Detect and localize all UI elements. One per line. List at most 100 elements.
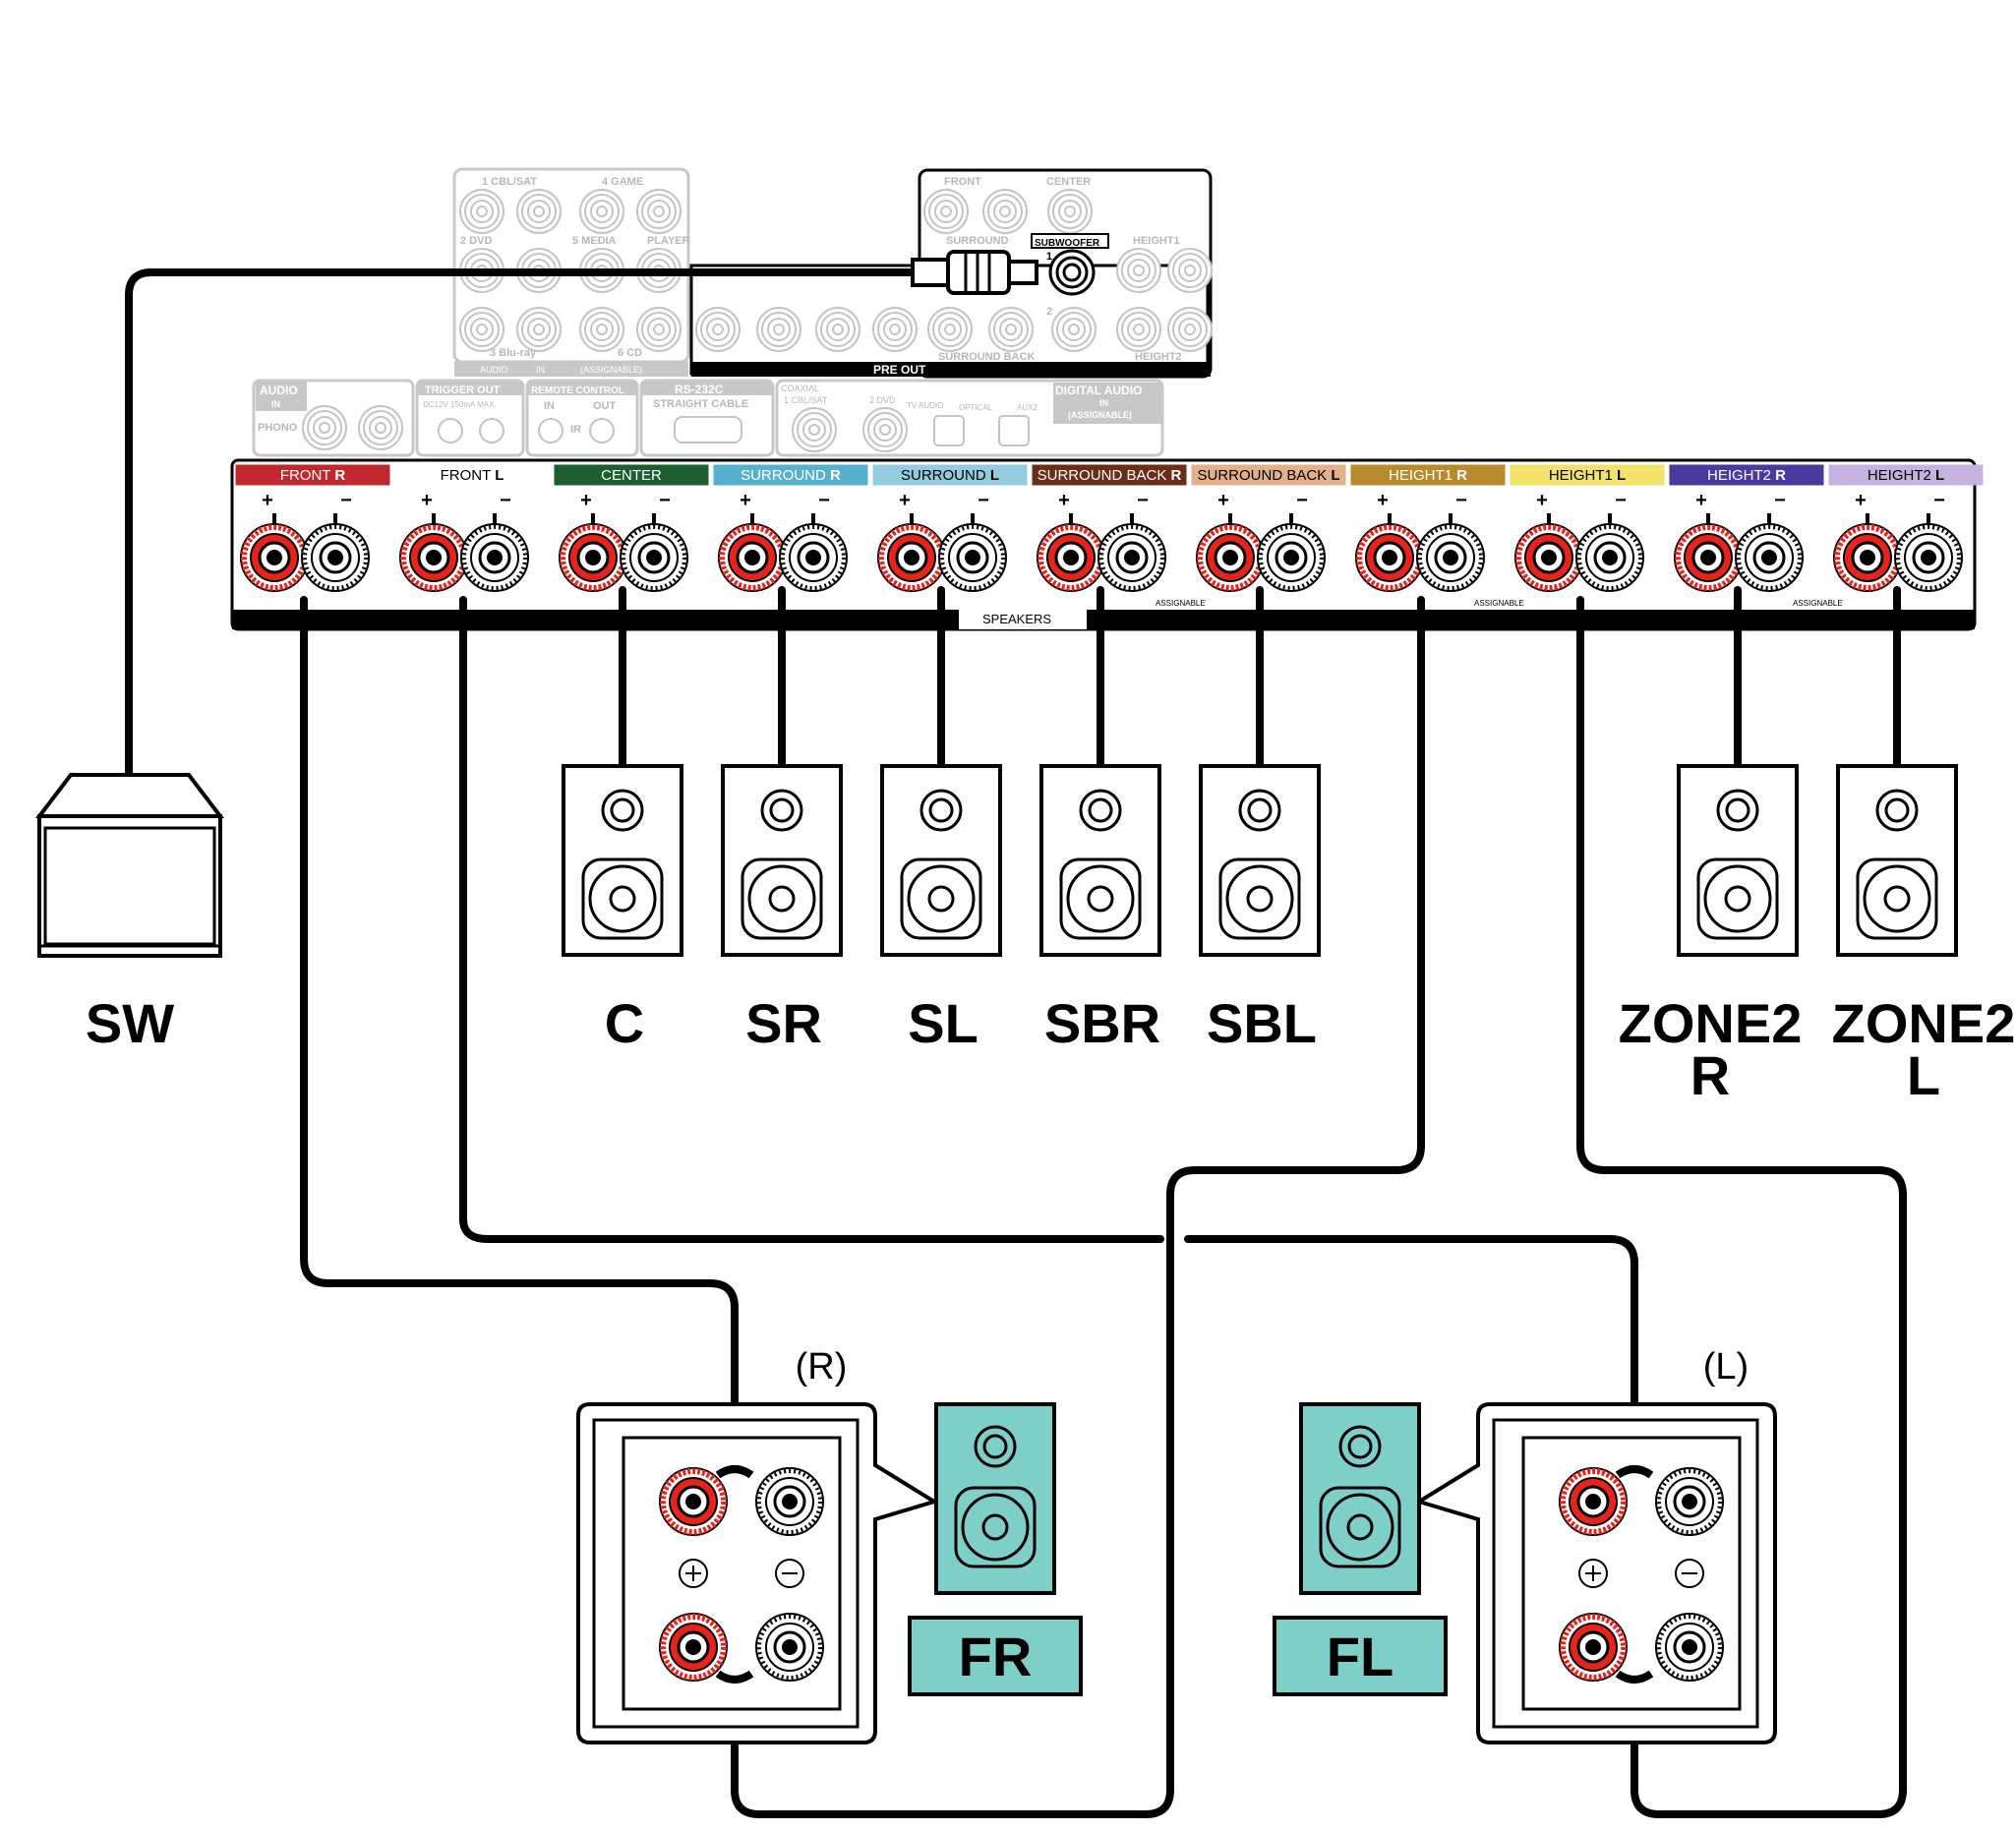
front-r-badge — [908, 1616, 1083, 1696]
remote-in-label: IN — [544, 400, 555, 412]
audio-in-label-5: 5 MEDIA — [572, 235, 617, 247]
pre-out-center: CENTER — [1046, 176, 1091, 188]
channel-bar-1 — [394, 464, 550, 486]
assignable-label-2: ASSIGNABLE — [1474, 599, 1524, 608]
pre-out-section-label: PRE OUT — [873, 363, 926, 377]
audio-in-badge: IN — [536, 365, 545, 375]
minus-symbol-8: − — [1615, 490, 1627, 511]
terminal-minus-7 — [1415, 522, 1486, 593]
audio-in-label-1: 1 CBL/SAT — [482, 176, 537, 188]
label-sw: SW — [86, 992, 174, 1054]
plus-symbol-0: + — [262, 490, 273, 511]
terminal-minus-8 — [1574, 522, 1645, 593]
pre-out-front: FRONT — [944, 176, 981, 188]
terminal-minus-0 — [300, 522, 371, 593]
speaker-front-r — [934, 1402, 1056, 1595]
plus-symbol-10: + — [1855, 490, 1867, 511]
phono-label: PHONO — [258, 422, 298, 434]
minus-symbol-1: − — [500, 490, 511, 511]
coax-2-label: 2 DVD — [869, 395, 896, 405]
terminal-minus-3 — [778, 522, 849, 593]
subwoofer-2-label: 2 — [1046, 306, 1052, 318]
channel-bar-0 — [235, 464, 390, 486]
speaker-surround-back-r — [1039, 764, 1161, 957]
phono-in-label: IN — [271, 399, 280, 409]
plus-symbol-7: + — [1377, 490, 1389, 511]
channel-label-5: SURROUND BACK R — [1038, 467, 1182, 484]
pre-out-surround: SURROUND — [946, 235, 1009, 247]
channel-label-6: SURROUND BACK L — [1197, 467, 1339, 484]
phono-audio-label: AUDIO — [260, 384, 298, 397]
audio-in-label-4: 4 GAME — [602, 176, 643, 188]
terminal-plus-3 — [719, 524, 786, 591]
channel-label-8: HEIGHT1 L — [1549, 467, 1626, 484]
height1-r-cable — [731, 596, 1425, 1818]
trigger-spec: DC12V 150mA MAX. — [423, 400, 497, 409]
audio-in-label-2: 2 DVD — [460, 235, 492, 247]
plus-symbol-6: + — [1217, 490, 1229, 511]
plus-symbol-8: + — [1536, 490, 1548, 511]
front-l-badge — [1273, 1616, 1448, 1696]
speaker-zone2-r — [1677, 764, 1799, 957]
terminal-plus-7 — [1356, 524, 1423, 591]
channel-bar-3 — [713, 464, 868, 486]
channel-bar-5 — [1032, 464, 1187, 486]
minus-symbol-6: − — [1296, 490, 1308, 511]
channel-label-9: HEIGHT2 R — [1707, 467, 1786, 484]
minus-symbol-10: − — [1933, 490, 1945, 511]
digital-in-label: IN — [1099, 398, 1108, 408]
terminal-minus-6 — [1256, 522, 1327, 593]
terminal-plus-8 — [1515, 524, 1582, 591]
front-l-terminal-box — [1414, 1402, 1777, 1744]
remote-control-label: REMOTE CONTROL — [531, 385, 624, 396]
coaxial-label: COAXIAL — [781, 384, 819, 393]
cables — [125, 268, 1907, 1818]
channel-bar-6 — [1191, 464, 1346, 486]
audio-in-label-6: 6 CD — [618, 347, 642, 359]
assignable-label-3: ASSIGNABLE — [1793, 599, 1843, 608]
speaker-zone2-l — [1836, 764, 1958, 957]
subwoofer-1-label: 1 — [1046, 251, 1052, 263]
label-front-r-side: (R) — [796, 1346, 848, 1388]
speaker-terminal-panel: FRONT R+−FRONT L+−CENTER+−SURROUND R+−SU… — [230, 458, 1984, 631]
terminal-plus-0 — [241, 524, 308, 591]
channel-bar-8 — [1510, 464, 1665, 486]
channel-label-4: SURROUND L — [901, 467, 999, 484]
label-sbl: SBL — [1207, 992, 1317, 1054]
plus-symbol-5: + — [1058, 490, 1070, 511]
minus-symbol-0: − — [340, 490, 352, 511]
audio-in-label-player: PLAYER — [647, 235, 690, 247]
height1-l-cable — [1576, 596, 1907, 1818]
subwoofer-cable — [125, 268, 919, 779]
channel-label-1: FRONT L — [441, 467, 504, 484]
terminal-minus-4 — [937, 522, 1008, 593]
label-fl: FL — [1327, 1625, 1393, 1687]
speakers-label: SPEAKERS — [982, 612, 1051, 626]
terminal-plus-5 — [1038, 524, 1104, 591]
rs232c-label: RS-232C — [675, 383, 724, 396]
plus-symbol-1: + — [421, 490, 433, 511]
coax-1-label: 1 CBL/SAT — [784, 395, 828, 405]
channel-bar-10 — [1828, 464, 1984, 486]
rca-plug — [911, 249, 1096, 296]
terminal-minus-10 — [1893, 522, 1964, 593]
terminal-plus-1 — [400, 524, 467, 591]
front-r-terminal-box — [576, 1402, 939, 1744]
label-sl: SL — [908, 992, 978, 1054]
speaker-surround-l — [880, 764, 1002, 957]
minus-symbol-2: − — [659, 490, 671, 511]
channel-bar-7 — [1350, 464, 1506, 486]
assignable-label-1: ASSIGNABLE — [1156, 599, 1206, 608]
label-zone2-l-line2: L — [1907, 1044, 1940, 1106]
label-sbr: SBR — [1044, 992, 1160, 1054]
terminal-minus-9 — [1734, 522, 1805, 593]
minus-symbol-3: − — [818, 490, 830, 511]
channel-bar-9 — [1669, 464, 1824, 486]
terminal-minus-2 — [619, 522, 689, 593]
pre-out-height2: HEIGHT2 — [1135, 351, 1182, 363]
plus-symbol-3: + — [740, 490, 751, 511]
front-l-plus-cable-2 — [1184, 1235, 1638, 1469]
trigger-out-label: TRIGGER OUT — [425, 384, 501, 396]
